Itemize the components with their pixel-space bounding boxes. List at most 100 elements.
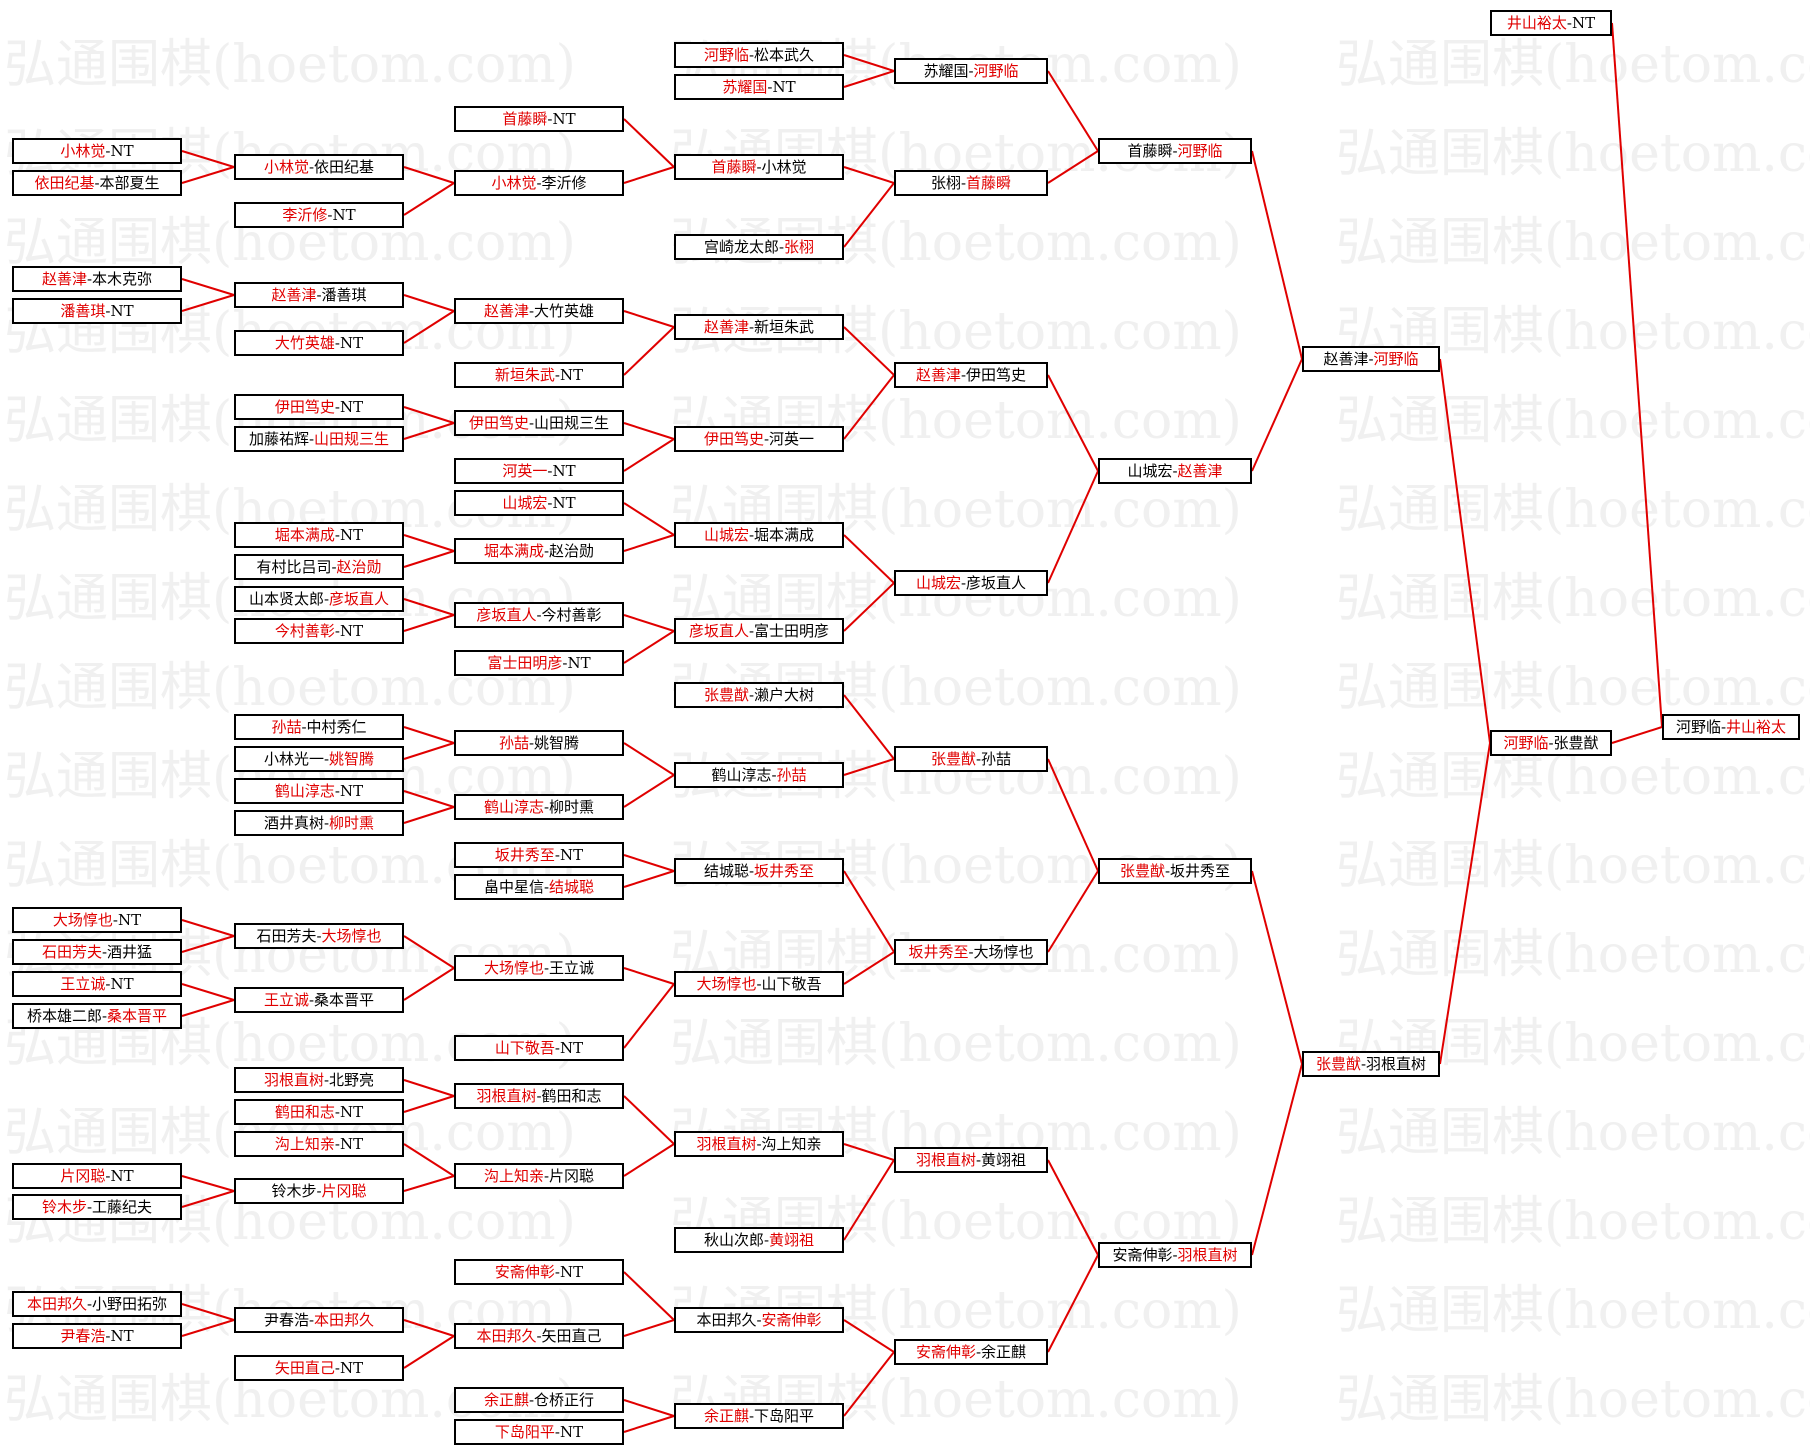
match-box-r2_14[interactable]: 酒井真树-柳时熏 [234, 810, 404, 836]
player-b: 桑本晋平 [314, 990, 375, 1009]
connector-line [403, 534, 455, 552]
match-box-r1_3[interactable]: 赵善津-本木克弥 [12, 266, 182, 292]
match-box-r6_4[interactable]: 安斋伸彰-羽根直树 [1098, 1242, 1252, 1268]
separator: - [756, 1310, 762, 1329]
match-box-r2_19[interactable]: 沟上知亲-NT [234, 1131, 404, 1157]
match-box-r5_7[interactable]: 羽根直树-黄翊祖 [894, 1147, 1048, 1173]
match-box-r2_12[interactable]: 小林光一-姚智腾 [234, 746, 404, 772]
match-box-r4_14[interactable]: 秋山次郎-黄翊祖 [674, 1227, 844, 1253]
match-box-r3_17[interactable]: 羽根直树-鹤田和志 [454, 1083, 624, 1109]
match-box-r2_20[interactable]: 铃木步-片冈聪 [234, 1178, 404, 1204]
match-box-r2_2[interactable]: 李沂修-NT [234, 202, 404, 228]
player-a: 首藤瞬 [1127, 141, 1173, 160]
match-box-r5_4[interactable]: 山城宏-彦坂直人 [894, 570, 1048, 596]
match-box-r4_8[interactable]: 彦坂直人-富士田明彦 [674, 618, 844, 644]
match-box-r4_4[interactable]: 宫崎龙太郎-张栩 [674, 234, 844, 260]
match-box-r2_3[interactable]: 赵善津-潘善琪 [234, 282, 404, 308]
match-box-r3_16[interactable]: 山下敬吾-NT [454, 1035, 624, 1061]
match-box-r2_9[interactable]: 山本贤太郎-彦坂直人 [234, 586, 404, 612]
match-box-r2_15[interactable]: 石田芳夫-大场惇也 [234, 923, 404, 949]
match-box-r2_16[interactable]: 王立诚-桑本晋平 [234, 987, 404, 1013]
match-box-r4_5[interactable]: 赵善津-新垣朱武 [674, 314, 844, 340]
match-box-r7_2[interactable]: 张豊猷-羽根直树 [1302, 1051, 1440, 1077]
match-box-r4_1[interactable]: 河野临-松本武久 [674, 42, 844, 68]
match-box-r2_7[interactable]: 堀本满成-NT [234, 522, 404, 548]
match-box-r3_6[interactable]: 河英一-NT [454, 458, 624, 484]
match-box-r3_2[interactable]: 小林觉-李沂修 [454, 170, 624, 196]
separator: - [756, 157, 762, 176]
match-box-r3_7[interactable]: 山城宏-NT [454, 490, 624, 516]
match-box-r1_4[interactable]: 潘善琪-NT [12, 298, 182, 324]
match-box-r1_1[interactable]: 小林觉-NT [12, 138, 182, 164]
match-box-r6_2[interactable]: 山城宏-赵善津 [1098, 458, 1252, 484]
match-box-r2_6[interactable]: 加藤祐辉-山田规三生 [234, 426, 404, 452]
match-box-r1_9[interactable]: 片冈聪-NT [12, 1163, 182, 1189]
match-box-r3_3[interactable]: 赵善津-大竹英雄 [454, 298, 624, 324]
match-box-r5_8[interactable]: 安斋伸彰-余正麒 [894, 1339, 1048, 1365]
match-box-r2_22[interactable]: 矢田直己-NT [234, 1355, 404, 1381]
match-box-r4_15[interactable]: 本田邦久-安斋伸彰 [674, 1307, 844, 1333]
match-box-r2_18[interactable]: 鹤田和志-NT [234, 1099, 404, 1125]
match-box-r3_4[interactable]: 新垣朱武-NT [454, 362, 624, 388]
match-box-r3_22[interactable]: 下岛阳平-NT [454, 1419, 624, 1445]
match-box-r3_20[interactable]: 本田邦久-矢田直己 [454, 1323, 624, 1349]
match-box-r1_12[interactable]: 尹春浩-NT [12, 1323, 182, 1349]
match-box-r4_3[interactable]: 首藤瞬-小林觉 [674, 154, 844, 180]
match-box-r3_10[interactable]: 富士田明彦-NT [454, 650, 624, 676]
match-box-r3_8[interactable]: 堀本满成-赵治勋 [454, 538, 624, 564]
match-box-final[interactable]: 河野临-井山裕太 [1662, 714, 1800, 740]
match-box-r3_21[interactable]: 余正麒-仓桥正行 [454, 1387, 624, 1413]
match-box-r1_2[interactable]: 依田纪基-本部夏生 [12, 170, 182, 196]
match-box-r5_5[interactable]: 张豊猷-孙喆 [894, 746, 1048, 772]
match-box-r3_5[interactable]: 伊田笃史-山田规三生 [454, 410, 624, 436]
match-box-r3_9[interactable]: 彦坂直人-今村善彰 [454, 602, 624, 628]
match-box-r6_1[interactable]: 首藤瞬-河野临 [1098, 138, 1252, 164]
match-box-r1_8[interactable]: 桥本雄二郎-桑本晋平 [12, 1003, 182, 1029]
match-box-r4_9[interactable]: 张豊猷-濑户大树 [674, 682, 844, 708]
match-box-r3_12[interactable]: 鹤山淳志-柳时熏 [454, 794, 624, 820]
match-box-r2_17[interactable]: 羽根直树-北野亮 [234, 1067, 404, 1093]
match-box-r4_10[interactable]: 鹤山淳志-孙喆 [674, 762, 844, 788]
match-box-r3_19[interactable]: 安斋伸彰-NT [454, 1259, 624, 1285]
player-a: 新垣朱武 [494, 365, 555, 384]
match-box-r1_10[interactable]: 铃木步-工藤纪夫 [12, 1194, 182, 1220]
match-box-r2_4[interactable]: 大竹英雄-NT [234, 330, 404, 356]
match-box-r2_21[interactable]: 尹春浩-本田邦久 [234, 1307, 404, 1333]
match-box-r4_12[interactable]: 大场惇也-山下敬吾 [674, 971, 844, 997]
match-box-r2_11[interactable]: 孙喆-中村秀仁 [234, 714, 404, 740]
player-a: 井山裕太 [1506, 13, 1567, 32]
connector-line [623, 1271, 675, 1321]
player-b: 中村秀仁 [306, 717, 367, 736]
match-box-r8_0[interactable]: 井山裕太-NT [1490, 10, 1612, 36]
match-box-r3_15[interactable]: 大场惇也-王立诚 [454, 955, 624, 981]
match-box-r2_8[interactable]: 有村比吕司-赵治勋 [234, 554, 404, 580]
match-box-r5_1[interactable]: 苏耀国-河野临 [894, 58, 1048, 84]
match-box-r8_1[interactable]: 河野临-张豊猷 [1490, 730, 1612, 756]
match-box-r3_1[interactable]: 首藤瞬-NT [454, 106, 624, 132]
match-box-r3_14[interactable]: 畠中星信-结城聪 [454, 874, 624, 900]
match-box-r3_13[interactable]: 坂井秀至-NT [454, 842, 624, 868]
match-box-r1_5[interactable]: 大场惇也-NT [12, 907, 182, 933]
match-box-r3_11[interactable]: 孙喆-姚智腾 [454, 730, 624, 756]
match-box-r7_1[interactable]: 赵善津-河野临 [1302, 346, 1440, 372]
match-box-r1_6[interactable]: 石田芳夫-酒井猛 [12, 939, 182, 965]
match-box-r5_6[interactable]: 坂井秀至-大场惇也 [894, 939, 1048, 965]
match-box-r4_16[interactable]: 余正麒-下岛阳平 [674, 1403, 844, 1429]
match-box-r2_13[interactable]: 鹤山淳志-NT [234, 778, 404, 804]
match-box-r4_2[interactable]: 苏耀国-NT [674, 74, 844, 100]
match-box-r2_1[interactable]: 小林觉-依田纪基 [234, 154, 404, 180]
match-box-r4_6[interactable]: 伊田笃史-河英一 [674, 426, 844, 452]
match-box-r2_10[interactable]: 今村善彰-NT [234, 618, 404, 644]
match-box-r1_7[interactable]: 王立诚-NT [12, 971, 182, 997]
player-b: 赵治勋 [549, 541, 595, 560]
match-box-r4_13[interactable]: 羽根直树-沟上知亲 [674, 1131, 844, 1157]
match-box-r5_3[interactable]: 赵善津-伊田笃史 [894, 362, 1048, 388]
match-box-r4_11[interactable]: 结城聪-坂井秀至 [674, 858, 844, 884]
match-box-r5_2[interactable]: 张栩-首藤瞬 [894, 170, 1048, 196]
match-box-r6_3[interactable]: 张豊猷-坂井秀至 [1098, 858, 1252, 884]
match-box-r2_5[interactable]: 伊田笃史-NT [234, 394, 404, 420]
match-box-r3_18[interactable]: 沟上知亲-片冈聪 [454, 1163, 624, 1189]
player-b: 今村善彰 [541, 605, 602, 624]
match-box-r1_11[interactable]: 本田邦久-小野田拓弥 [12, 1291, 182, 1317]
match-box-r4_7[interactable]: 山城宏-堀本满成 [674, 522, 844, 548]
